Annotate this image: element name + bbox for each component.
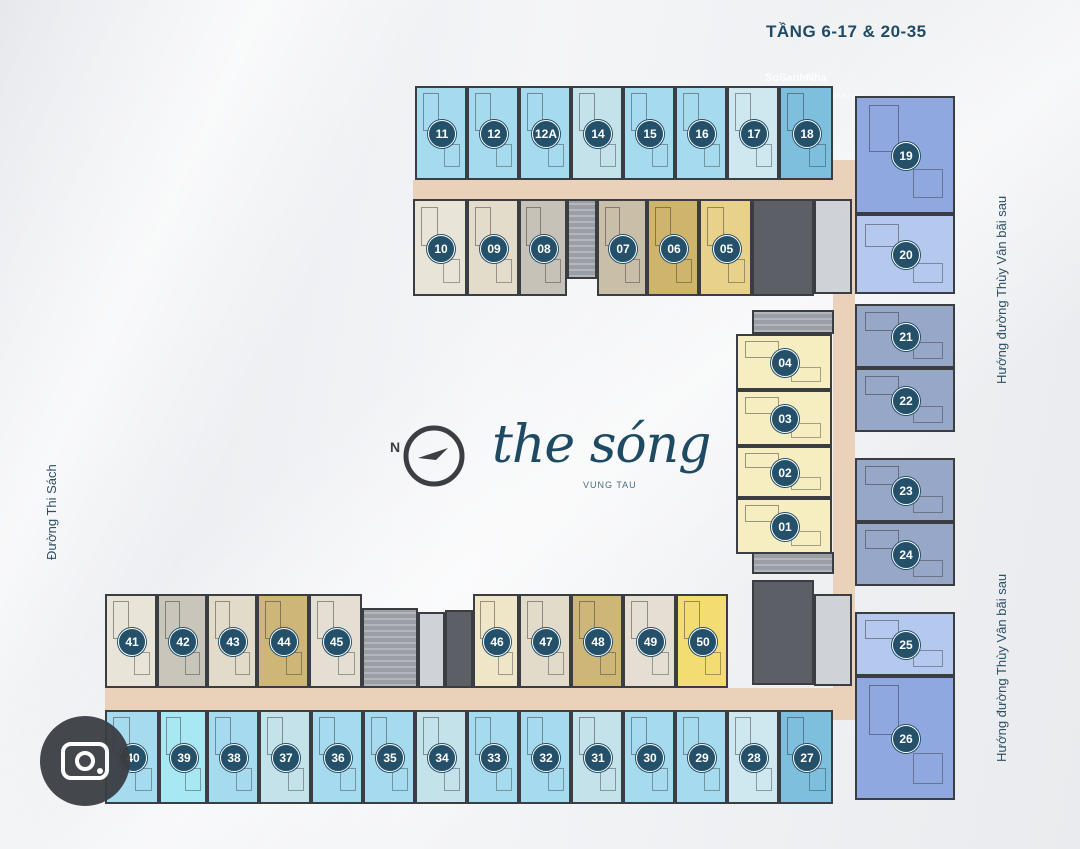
elevator-core-top <box>752 199 814 296</box>
unit-number-badge: 11 <box>428 120 456 148</box>
unit-number-badge: 17 <box>740 120 768 148</box>
unit-number-badge: 42 <box>169 628 197 656</box>
stair-core-bottom-left <box>362 608 418 688</box>
project-logo-subtitle: VUNG TAU <box>583 480 637 490</box>
unit-number-badge: 02 <box>771 459 799 487</box>
floor-range-title: TẦNG 6-17 & 20-35 <box>766 22 927 41</box>
stair-core-top <box>567 199 597 279</box>
unit-number-badge: 14 <box>584 120 612 148</box>
corridor-top <box>413 180 853 200</box>
unit-number-badge: 16 <box>688 120 716 148</box>
unit-number-badge: 06 <box>660 234 688 263</box>
unit-number-badge: 45 <box>322 628 351 656</box>
unit-number-badge: 07 <box>609 234 637 263</box>
unit-number-badge: 44 <box>270 628 298 656</box>
unit-number-badge: 18 <box>793 120 821 148</box>
unit-32[interactable] <box>519 710 571 804</box>
unit-number-badge: 24 <box>892 541 920 569</box>
compass-icon: N <box>390 425 465 487</box>
unit-number-badge: 41 <box>118 628 146 656</box>
unit-number-badge: 47 <box>532 628 560 656</box>
unit-number-badge: 04 <box>771 349 799 377</box>
unit-number-badge: 19 <box>892 142 920 170</box>
lobby-top <box>814 199 852 294</box>
unit-number-badge: 20 <box>892 241 920 269</box>
unit-number-badge: 12 <box>480 120 508 148</box>
lobby-bottom <box>814 594 852 686</box>
unit-number-badge: 46 <box>483 628 511 656</box>
unit-number-badge: 31 <box>584 744 612 772</box>
corridor-bottom <box>105 688 845 710</box>
unit-number-badge: 10 <box>427 234 455 263</box>
unit-number-badge: 49 <box>636 628 665 656</box>
unit-number-badge: 22 <box>892 387 920 415</box>
street-label-right-bottom: Hướng đường Thùy Vân bãi sau <box>994 573 1009 762</box>
unit-number-badge: 29 <box>688 744 716 772</box>
lobby-bottom-left <box>418 612 445 688</box>
street-label-left: Đường Thi Sách <box>44 464 59 560</box>
unit-number-badge: 38 <box>220 744 248 772</box>
unit-number-badge: 33 <box>480 744 508 772</box>
unit-number-badge: 48 <box>584 628 612 656</box>
unit-35[interactable] <box>363 710 415 804</box>
unit-number-badge: 28 <box>740 744 768 772</box>
unit-number-badge: 21 <box>892 323 920 351</box>
unit-number-badge: 30 <box>636 744 664 772</box>
unit-number-badge: 25 <box>892 631 920 659</box>
unit-number-badge: 27 <box>793 744 821 772</box>
project-logo: the sóng <box>492 415 711 475</box>
unit-number-badge: 43 <box>219 628 247 656</box>
service-strip-lower <box>752 552 834 574</box>
unit-number-badge: 34 <box>428 744 456 772</box>
unit-number-badge: 08 <box>530 234 558 263</box>
unit-number-badge: 05 <box>712 234 741 263</box>
street-label-right-top: Hướng đường Thùy Vân bãi sau <box>994 195 1009 384</box>
corridor-right-vertical <box>833 160 855 720</box>
unit-number-badge: 15 <box>636 120 664 148</box>
compass-north-label: N <box>390 439 400 455</box>
unit-number-badge: 39 <box>170 744 198 772</box>
unit-number-badge: 23 <box>892 477 920 505</box>
unit-number-badge: 01 <box>771 513 799 541</box>
unit-19[interactable] <box>855 96 955 214</box>
unit-number-badge: 36 <box>324 744 352 772</box>
elevator-core-bottom-left <box>445 610 473 688</box>
unit-number-badge: 50 <box>689 628 717 656</box>
elevator-core-bottom <box>752 580 814 685</box>
unit-number-badge: 35 <box>376 744 404 772</box>
camera-overlay-icon[interactable] <box>40 716 130 806</box>
unit-number-badge: 09 <box>480 234 508 263</box>
unit-number-badge: 26 <box>892 725 920 753</box>
unit-number-badge: 32 <box>532 744 560 772</box>
watermark-name: SoSanhNha <box>765 72 827 84</box>
service-strip-upper <box>752 310 834 334</box>
unit-39[interactable] <box>159 710 207 804</box>
unit-number-badge: 03 <box>771 405 799 433</box>
unit-36[interactable] <box>311 710 363 804</box>
camera-icon <box>61 742 109 780</box>
unit-16[interactable] <box>675 86 727 180</box>
unit-number-badge: 37 <box>272 744 300 772</box>
unit-number-badge: 12A <box>532 120 560 148</box>
